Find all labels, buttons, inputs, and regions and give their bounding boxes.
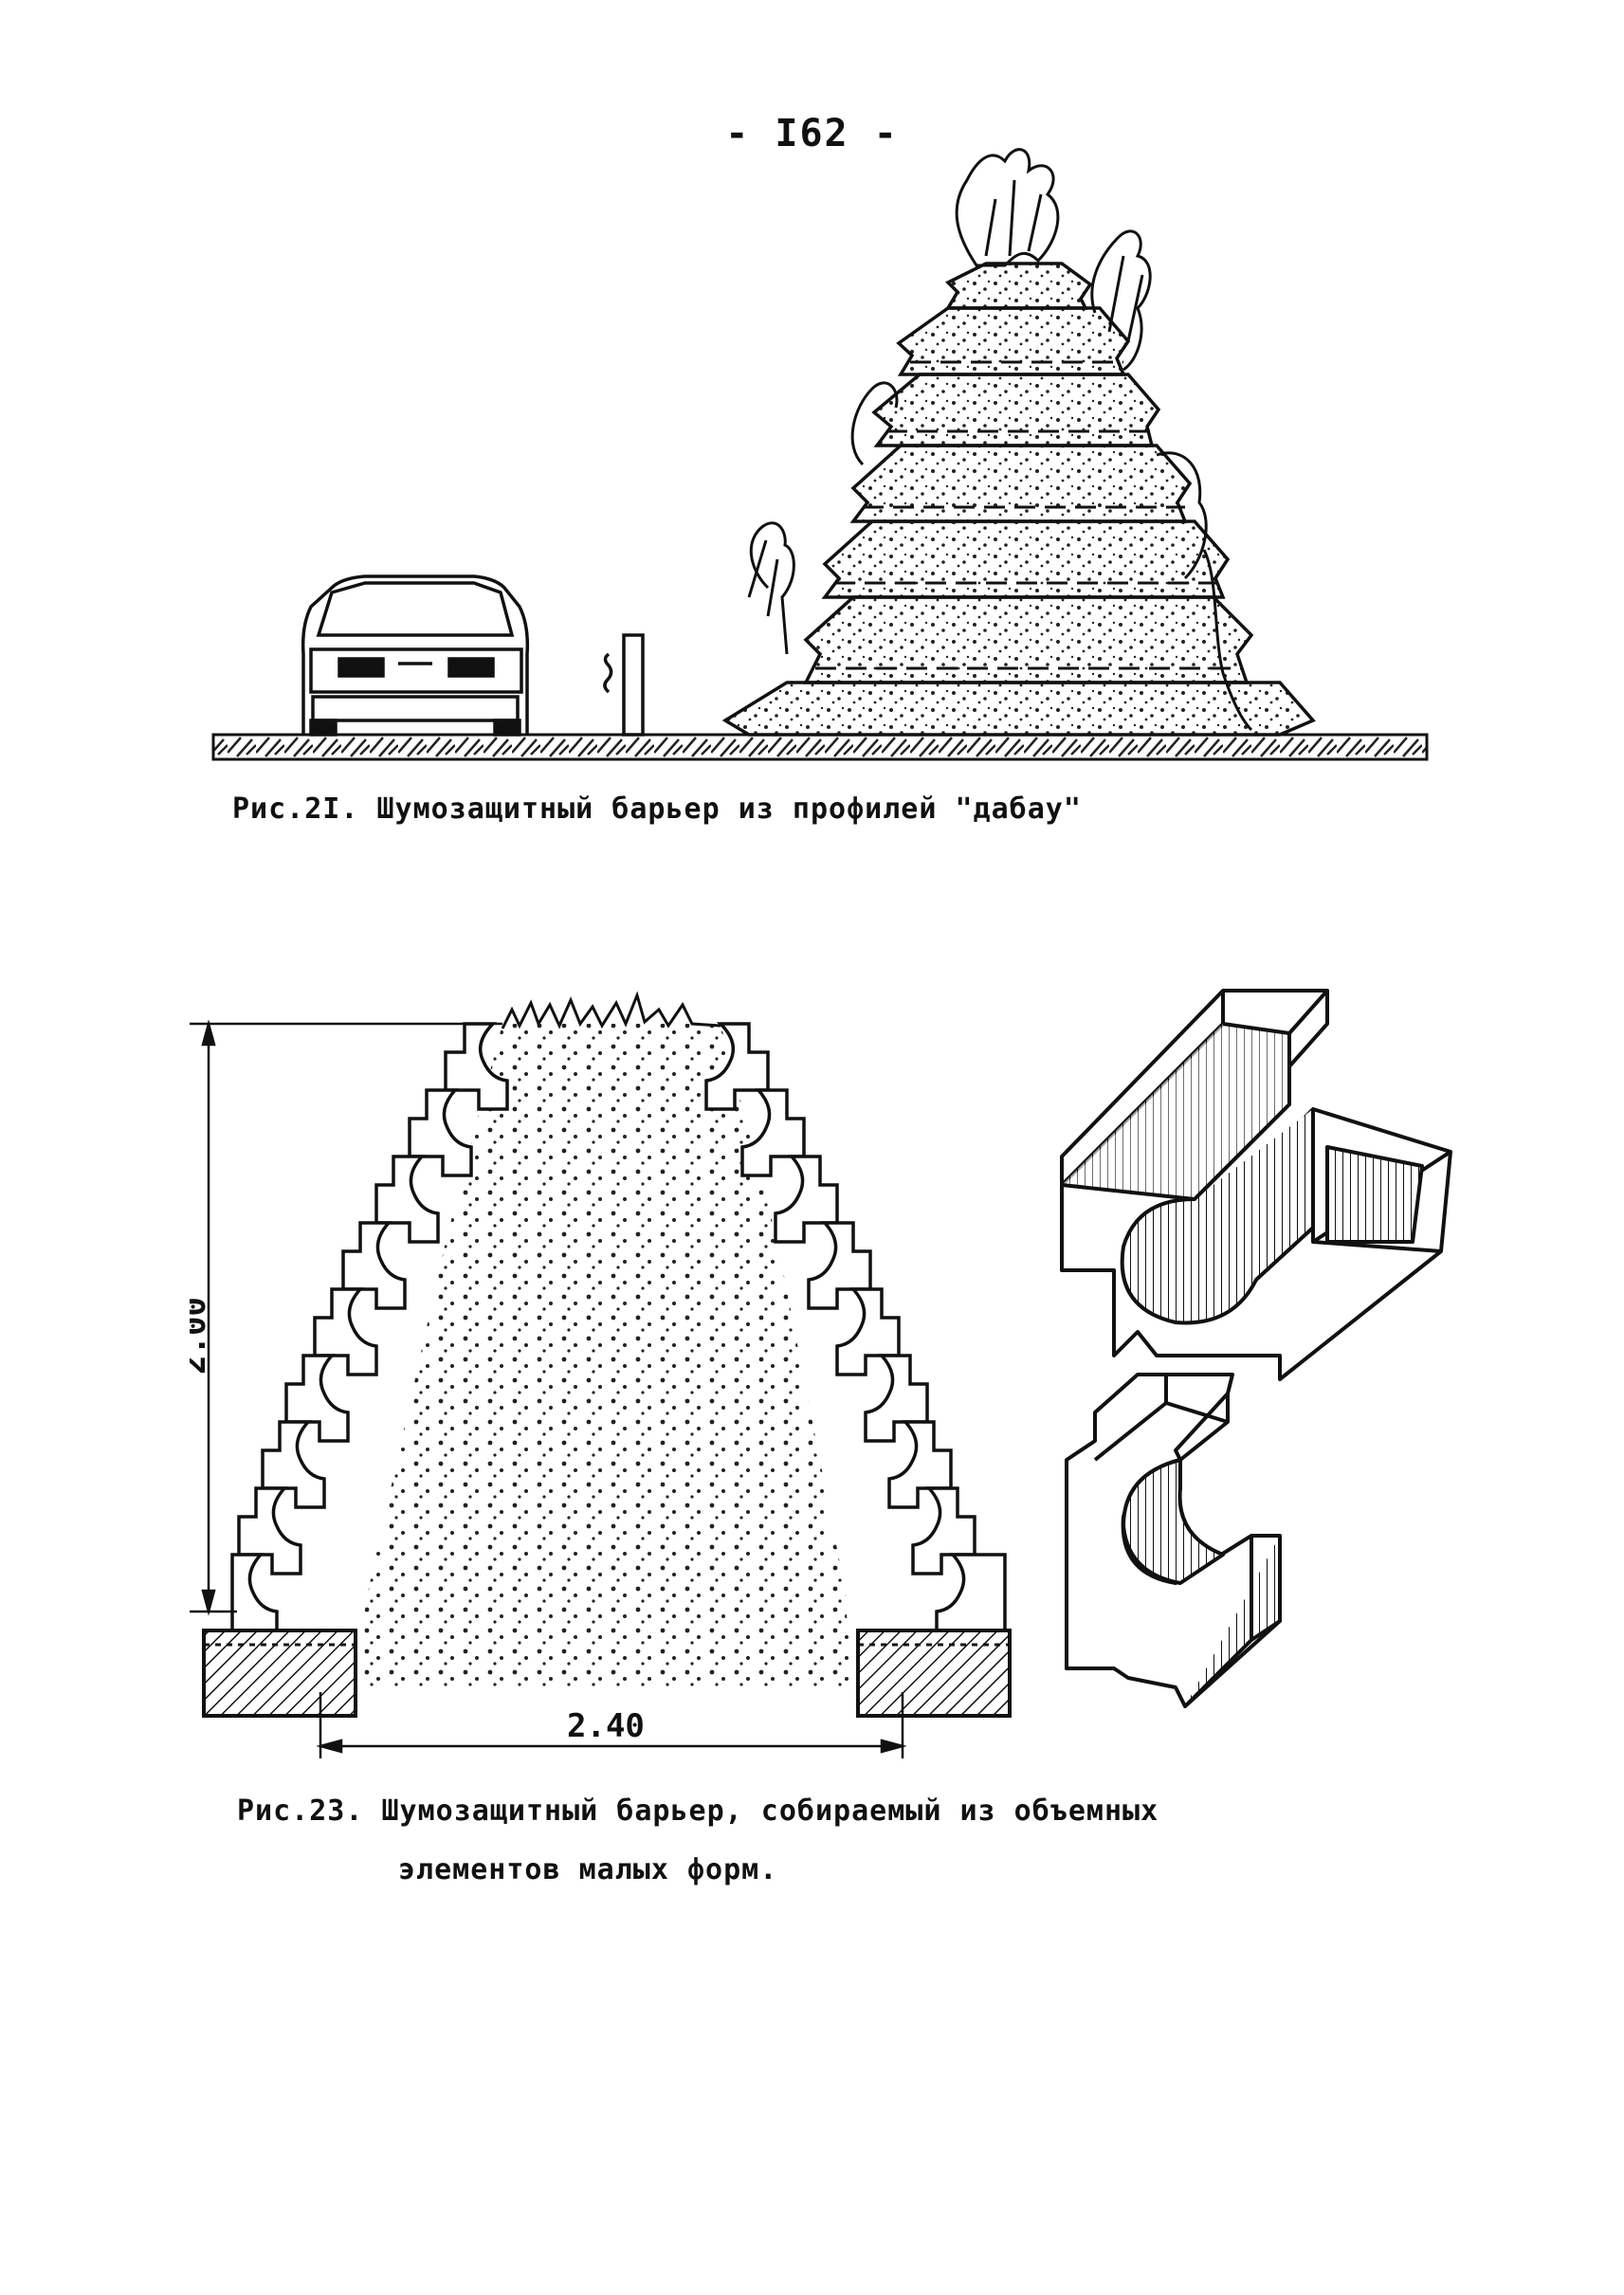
- ground-strip: [211, 733, 1429, 761]
- element-isometric-top: [1060, 989, 1452, 1381]
- figure-23-caption-line2: элементов малых форм.: [398, 1853, 778, 1886]
- width-dimension-line: [316, 1692, 907, 1758]
- dabau-barrier-stack: [721, 262, 1316, 737]
- earth-fill-core: [351, 1024, 853, 1687]
- element-isometric-bottom: [1065, 1373, 1282, 1708]
- right-element-stack: [704, 1022, 1007, 1632]
- grass-top: [501, 991, 721, 1029]
- vegetation: [747, 148, 1253, 732]
- figure-21-noise-barrier-dabau: [211, 148, 1429, 761]
- page-number: - I62 -: [725, 112, 899, 155]
- figure-21-caption: Рис.2I. Шумозащитный барьер из профилей …: [232, 792, 1082, 826]
- width-dimension-label: 2.40: [567, 1707, 645, 1745]
- height-dimension-label: 2.00: [190, 1297, 213, 1375]
- left-element-stack: [230, 1022, 509, 1632]
- figure-23-modular-barrier: 2.00 2.40: [190, 989, 1452, 1758]
- car-drawing: [301, 574, 530, 737]
- road-post: [603, 633, 645, 737]
- height-dimension-line: [190, 1019, 502, 1616]
- figure-23-caption-line1: Рис.23. Шумозащитный барьер, собираемый …: [237, 1794, 1159, 1828]
